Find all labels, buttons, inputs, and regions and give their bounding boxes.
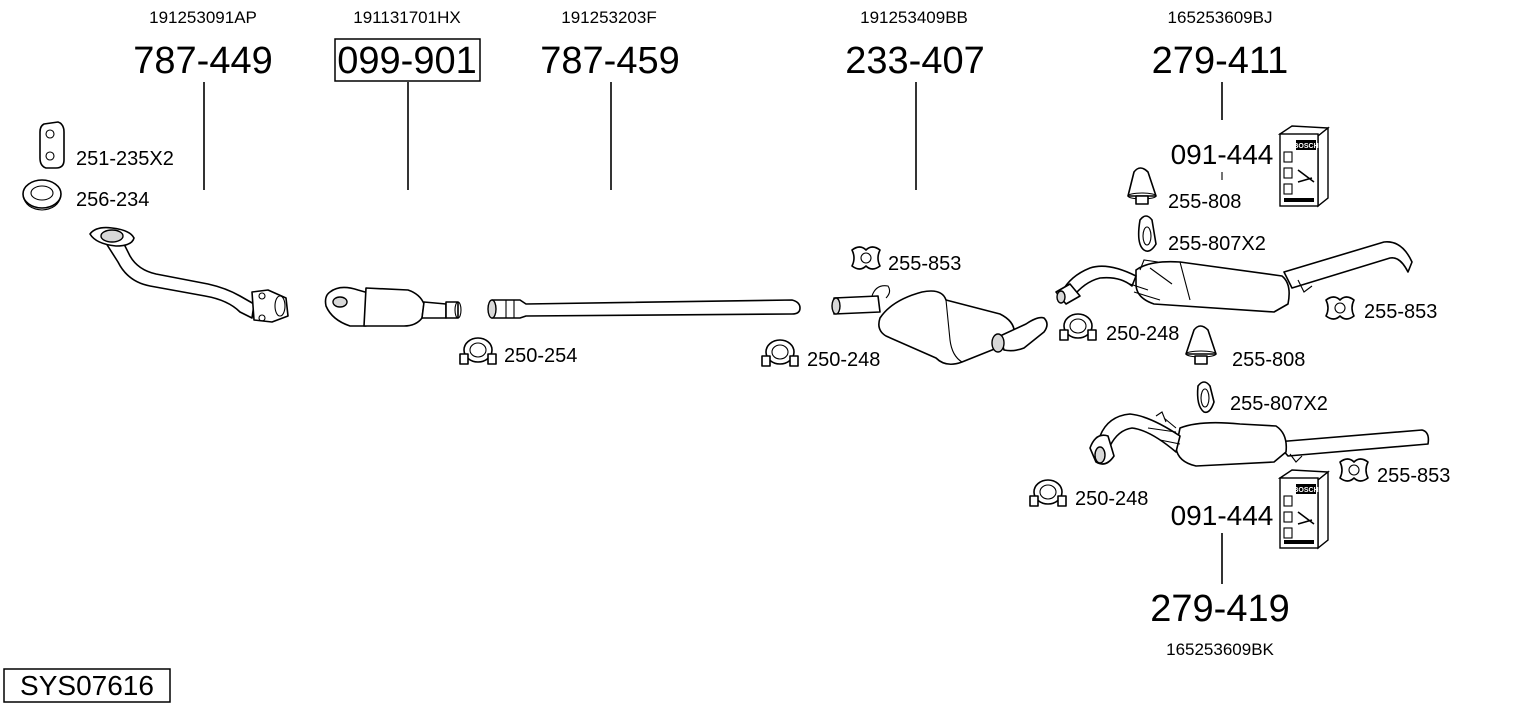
system-code: SYS07616 <box>20 670 154 701</box>
part-number-rubber-255-808-b[interactable]: 255-808 <box>1232 349 1305 371</box>
part-number-mounting-kit-top[interactable]: 091-444 <box>1171 139 1274 170</box>
oem-number-catalytic-converter: 191131701HX <box>353 8 460 27</box>
center-muffler-icon <box>831 285 1048 366</box>
oem-number-middle-pipe: 191253203F <box>561 8 656 27</box>
oem-number-rear-muffler-bottom: 165253609BK <box>1166 640 1274 659</box>
part-number-gasket[interactable]: 256-234 <box>76 189 149 211</box>
part-number-middle-pipe[interactable]: 787-459 <box>540 40 679 82</box>
bracket-icon <box>39 121 65 169</box>
part-number-rear-muffler-top[interactable]: 279-411 <box>1152 40 1289 82</box>
rear-muffler-bottom-icon <box>1089 411 1430 467</box>
front-pipe-icon <box>89 226 289 323</box>
kit-box-brand: BOSCH <box>1293 143 1318 150</box>
rubber-ring-icon <box>1196 381 1215 414</box>
part-number-hanger-255-853-c[interactable]: 255-853 <box>1377 465 1450 487</box>
part-number-rubber-255-808[interactable]: 255-808 <box>1168 191 1241 213</box>
part-number-clamp-250-248[interactable]: 250-248 <box>807 349 880 371</box>
part-number-hanger-255-853[interactable]: 255-853 <box>888 253 961 275</box>
oem-number-front-pipe: 191253091AP <box>149 8 257 27</box>
oem-number-rear-muffler-top: 165253609BJ <box>1168 8 1273 27</box>
clamp-icon <box>761 339 799 367</box>
gasket-icon <box>22 179 62 211</box>
mounting-kit-box-icon: BOSCH <box>1277 125 1330 208</box>
oem-number-center-muffler: 191253409BB <box>860 8 968 27</box>
part-number-center-muffler[interactable]: 233-407 <box>845 40 984 82</box>
part-number-ring-255-807x2-b[interactable]: 255-807X2 <box>1230 393 1328 415</box>
part-number-bracket[interactable]: 251-235X2 <box>76 148 174 170</box>
part-number-clamp-250-248-c[interactable]: 250-248 <box>1075 488 1148 510</box>
part-number-ring-255-807x2[interactable]: 255-807X2 <box>1168 233 1266 255</box>
highlight-box-catalytic-converter <box>334 38 481 82</box>
part-number-rear-muffler-bottom[interactable]: 279-419 <box>1150 588 1289 630</box>
clamp-icon <box>1029 479 1067 507</box>
rubber-hanger-icon <box>1325 296 1355 320</box>
rear-muffler-top-icon <box>1055 241 1413 313</box>
rubber-mount-icon <box>1127 167 1157 205</box>
mounting-kit-box-icon: BOSCH <box>1277 469 1330 550</box>
clamp-icon <box>1059 313 1097 341</box>
rubber-hanger-icon <box>851 246 881 270</box>
part-number-hanger-255-853-b[interactable]: 255-853 <box>1364 301 1437 323</box>
rubber-hanger-icon <box>1339 458 1369 482</box>
part-number-clamp-250-254[interactable]: 250-254 <box>504 345 577 367</box>
part-number-mounting-kit-bottom[interactable]: 091-444 <box>1171 500 1274 531</box>
catalytic-converter-icon <box>324 286 462 327</box>
clamp-icon <box>459 337 497 365</box>
part-number-clamp-250-248-b[interactable]: 250-248 <box>1106 323 1179 345</box>
part-number-catalytic-converter[interactable]: 099-901 <box>337 40 476 82</box>
system-code-box <box>3 668 171 703</box>
middle-pipe-icon <box>487 299 801 319</box>
rubber-ring-icon <box>1137 215 1157 252</box>
kit-box-brand: BOSCH <box>1293 487 1318 494</box>
part-number-front-pipe[interactable]: 787-449 <box>133 40 272 82</box>
rubber-mount-icon <box>1185 325 1217 365</box>
